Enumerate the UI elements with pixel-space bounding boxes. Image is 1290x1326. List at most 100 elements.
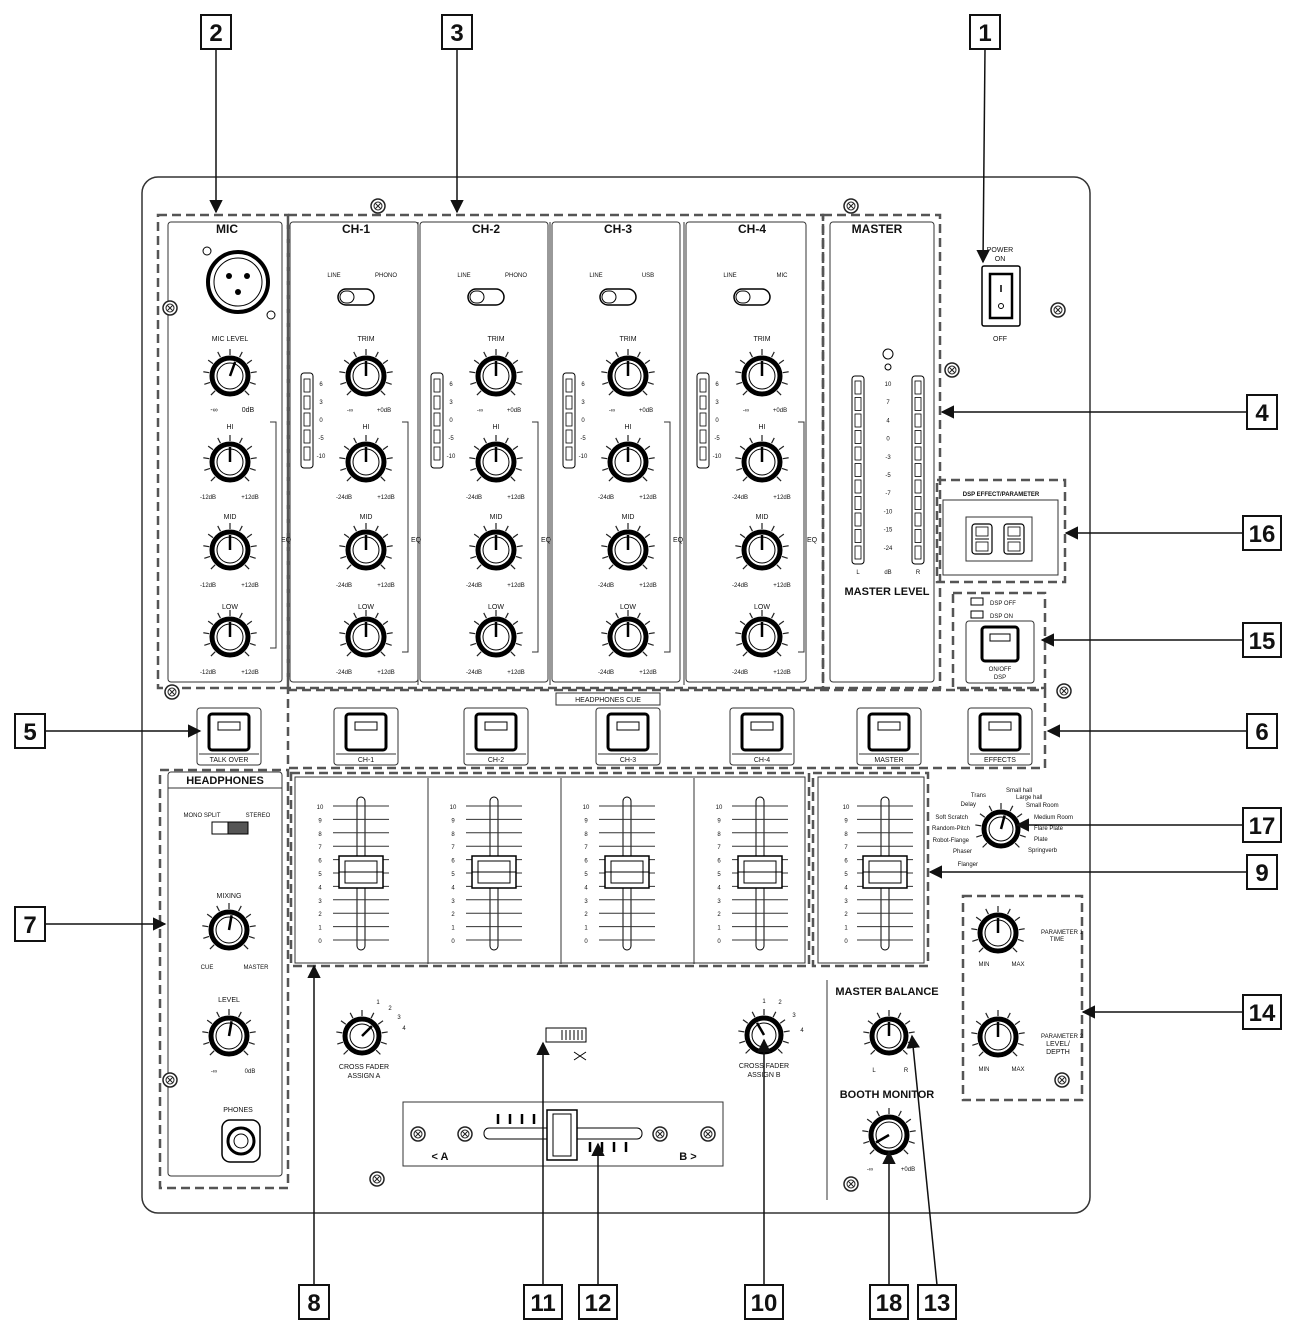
callout-14-number: 14 <box>1249 1000 1276 1027</box>
channel-2-source-b: PHONO <box>505 273 527 279</box>
effect-option-2: Large hall <box>1016 795 1042 801</box>
cue-button-effects[interactable] <box>967 707 1033 766</box>
mic-low-knob[interactable] <box>203 610 257 658</box>
master-balance-knob[interactable] <box>863 1010 915 1056</box>
callout-15: 15 <box>1040 622 1282 658</box>
assign-a-pos-2: 2 <box>388 1006 392 1012</box>
channel-2-mid-max: +12dB <box>507 583 525 589</box>
callout-16: 16 <box>1064 515 1282 551</box>
mic-hi-label: HI <box>227 424 234 431</box>
cross-fader-curve-switch[interactable] <box>545 1027 587 1061</box>
channel-3-fader[interactable] <box>599 796 655 951</box>
master-fader-tick-7: 3 <box>844 899 848 905</box>
channel-4-fader-tick-1: 9 <box>717 818 721 824</box>
channel-3-source-switch[interactable] <box>599 288 637 306</box>
channel-2-trim-knob[interactable] <box>469 349 523 397</box>
parameter-2-title: PARAMETER 2 <box>1041 1034 1084 1040</box>
crossfader[interactable] <box>402 1101 724 1167</box>
channel-4-source-switch[interactable] <box>733 288 771 306</box>
channel-4-hi-knob[interactable] <box>735 435 789 483</box>
channel-1-fader[interactable] <box>333 796 389 951</box>
channel-1-low-max: +12dB <box>377 670 395 676</box>
callout-9-number: 9 <box>1255 860 1268 887</box>
headphones-stereo-label: STEREO <box>246 813 271 819</box>
channel-2-mid-knob[interactable] <box>469 523 523 571</box>
cue-button-ch-1[interactable] <box>333 707 399 766</box>
callout-1-leader <box>976 48 990 264</box>
panel-screw-2 <box>162 300 178 316</box>
effect-option-8: Flanger <box>958 862 978 868</box>
phones-jack[interactable] <box>221 1119 261 1163</box>
headphones-mixing-label: MIXING <box>217 893 242 900</box>
headphones-level-knob[interactable] <box>202 1009 256 1057</box>
channel-2-hi-knob[interactable] <box>469 435 523 483</box>
callout-17-number: 17 <box>1249 813 1276 840</box>
channel-4-mid-knob[interactable] <box>735 523 789 571</box>
channel-3-hi-knob[interactable] <box>601 435 655 483</box>
mic-level-knob[interactable] <box>203 349 257 397</box>
power-switch[interactable] <box>981 265 1021 327</box>
channel-3-fader-tick-8: 2 <box>584 912 588 918</box>
channel-2-fader-tick-9: 1 <box>451 926 455 932</box>
channel-1-fader-tick-3: 7 <box>318 845 322 851</box>
channel-4-trim-knob[interactable] <box>735 349 789 397</box>
channel-2-low-knob[interactable] <box>469 610 523 658</box>
mic-hi-knob[interactable] <box>203 435 257 483</box>
cue-button-ch-2-label: CH-2 <box>488 757 504 764</box>
channel-3-meter-tick-0: 6 <box>581 382 585 388</box>
cue-button-ch-4[interactable] <box>729 707 795 766</box>
cue-button-ch-2[interactable] <box>463 707 529 766</box>
power-off-label: OFF <box>993 336 1007 343</box>
channel-2-trim-min: -∞ <box>477 408 483 414</box>
assign-a-pos-4: 4 <box>402 1026 406 1032</box>
channel-3-source-a: LINE <box>589 273 602 279</box>
panel-screw-3 <box>843 198 859 214</box>
callout-9: 9 <box>928 854 1278 890</box>
channel-4-meter-tick-4: -10 <box>713 454 722 460</box>
mic-xlr-input[interactable] <box>202 246 276 320</box>
parameter-1-knob[interactable] <box>971 906 1025 954</box>
channel-1-source-switch[interactable] <box>337 288 375 306</box>
effect-option-4: Medium Room <box>1034 815 1073 821</box>
headphones-mixing-knob[interactable] <box>202 903 256 951</box>
headphones-mono-stereo-switch[interactable] <box>211 821 249 835</box>
channel-4-fader-tick-8: 2 <box>717 912 721 918</box>
cross-fader-assign-a-knob[interactable] <box>336 1010 388 1056</box>
channel-2-source-switch[interactable] <box>467 288 505 306</box>
channel-4-fader-tick-0: 10 <box>716 805 723 811</box>
channel-1-low-knob[interactable] <box>339 610 393 658</box>
dsp-on-off-button[interactable] <box>965 620 1035 684</box>
channel-1-hi-knob[interactable] <box>339 435 393 483</box>
channel-1-source-b: PHONO <box>375 273 397 279</box>
channel-4-low-knob[interactable] <box>735 610 789 658</box>
master-fader-outline <box>811 771 930 968</box>
channel-3-meter-tick-1: 3 <box>581 400 585 406</box>
master-fader[interactable] <box>857 796 913 951</box>
channel-1-mid-knob[interactable] <box>339 523 393 571</box>
channel-4-fader[interactable] <box>732 796 788 951</box>
callout-10-number: 10 <box>751 1290 778 1317</box>
cue-button-ch-1-label: CH-1 <box>358 757 374 764</box>
mic-level-min: -∞ <box>210 407 217 414</box>
channel-frame-3 <box>551 221 681 683</box>
assign-a-pos-1: 1 <box>376 1000 380 1006</box>
cue-button-master[interactable] <box>856 707 922 766</box>
channel-1-eq-label: EQ <box>411 537 422 544</box>
callout-18-box <box>869 1284 909 1320</box>
channel-3-trim-knob[interactable] <box>601 349 655 397</box>
mic-mid-knob[interactable] <box>203 523 257 571</box>
channel-1-trim-knob[interactable] <box>339 349 393 397</box>
channel-3-low-knob[interactable] <box>601 610 655 658</box>
channel-3-hi-min: -24dB <box>598 495 614 501</box>
channel-1-fader-tick-4: 6 <box>318 859 322 865</box>
callout-2: 2 <box>200 14 232 214</box>
channel-4-fader-tick-3: 7 <box>717 845 721 851</box>
panel-screw-6 <box>1056 683 1072 699</box>
channel-3-mid-knob[interactable] <box>601 523 655 571</box>
parameter-2-knob[interactable] <box>971 1010 1025 1058</box>
channel-4-title: CH-4 <box>738 222 766 236</box>
callout-4-number: 4 <box>1255 400 1269 427</box>
cue-button-ch-3[interactable] <box>595 707 661 766</box>
channel-2-fader[interactable] <box>466 796 522 951</box>
mic-title: MIC <box>216 222 238 236</box>
